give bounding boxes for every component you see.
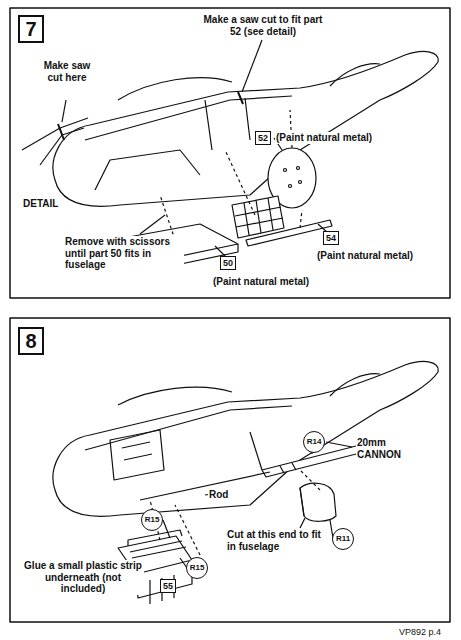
paint-note: (Paint natural metal) (212, 276, 310, 288)
callout-number: 55 (163, 582, 173, 591)
part-number-circle: R11 (332, 528, 354, 550)
part-number-box: 50 (220, 256, 236, 270)
callout-number: R11 (336, 535, 350, 543)
page-reference: VP892 p.4 (398, 627, 442, 637)
part-name: Rod (208, 489, 229, 501)
instruction-note: Make a saw cut to fit part 52 (see detai… (198, 14, 328, 37)
part-number-box: 55 (160, 579, 176, 593)
paint-note: (Paint natural metal) (275, 132, 373, 144)
paint-note: (Paint natural metal) (316, 250, 414, 262)
callout-number: R15 (145, 516, 160, 524)
callout-number: 50 (223, 259, 233, 268)
part-number-circle: R15 (186, 557, 209, 580)
part-number-box: 54 (323, 231, 339, 245)
callout-number: 8 (25, 331, 36, 351)
callout-number: 7 (25, 19, 36, 39)
step-number: 8 (18, 327, 44, 355)
detail-label: DETAIL (22, 198, 59, 210)
callout-number: R14 (307, 438, 322, 446)
part-name: 20mm CANNON (356, 437, 418, 460)
instruction-note: Cut at this end to fit in fuselage (226, 529, 328, 552)
instruction-note: Make saw cut here (42, 60, 92, 83)
step-number: 7 (18, 15, 44, 43)
callout-number: 52 (258, 134, 268, 143)
part-number-circle: R14 (303, 431, 326, 454)
callout-number: R15 (190, 564, 205, 572)
callout-number: 54 (326, 234, 336, 243)
instruction-note: Remove with scissors until part 50 fits … (64, 236, 184, 271)
part-number-box: 52 (255, 131, 271, 145)
instruction-note: Glue a small plastic strip underneath (n… (22, 560, 144, 595)
part-number-circle: R15 (141, 509, 164, 532)
